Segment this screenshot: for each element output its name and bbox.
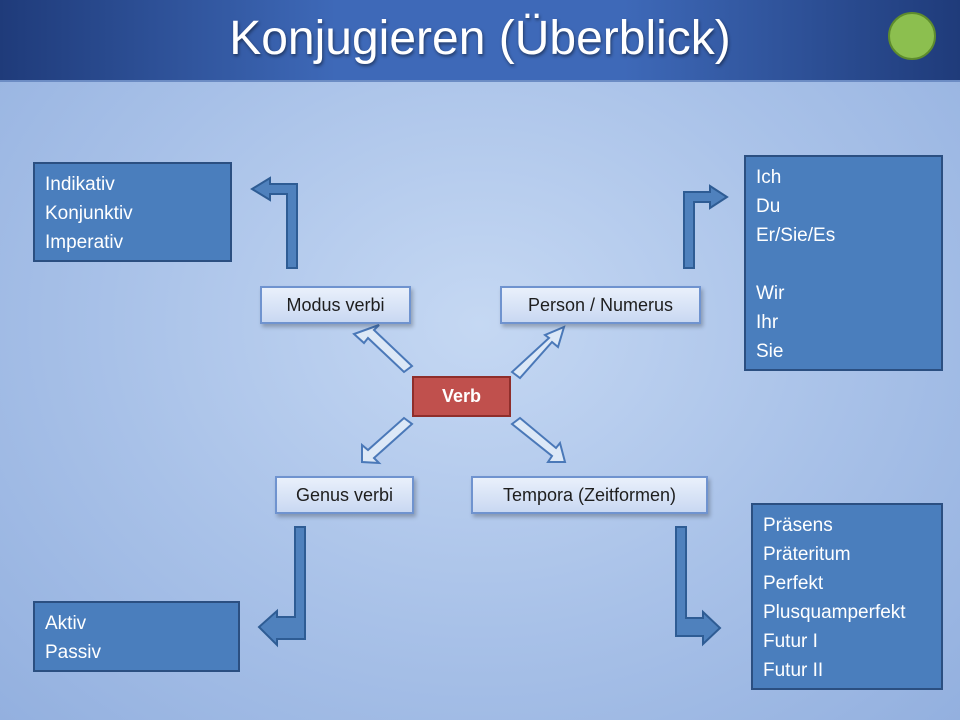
tempora-value: Plusquamperfekt <box>763 602 906 623</box>
genus-value: Aktiv <box>45 613 87 634</box>
person-numerus-label: Person / Numerus <box>500 286 701 324</box>
person-value: Wir <box>756 283 785 304</box>
modus-values-box: Indikativ Konjunktiv Imperativ <box>33 162 232 262</box>
arrow-verb-tempora <box>510 416 567 463</box>
green-circle-icon <box>888 12 936 60</box>
arrow-verb-genus <box>361 416 414 465</box>
arrow-genus-bent <box>257 526 306 648</box>
person-value: Du <box>756 196 781 217</box>
tempora-value: Perfekt <box>763 573 824 594</box>
modus-value: Konjunktiv <box>45 203 133 224</box>
genus-values-box: Aktiv Passiv <box>33 601 240 672</box>
arrow-verb-person <box>510 325 566 380</box>
modus-value: Indikativ <box>45 174 115 195</box>
modus-verbi-label: Modus verbi <box>260 286 411 324</box>
person-value: Er/Sie/Es <box>756 225 836 246</box>
person-values-box: Ich Du Er/Sie/Es Wir Ihr Sie <box>744 155 943 371</box>
verb-center-box: Verb <box>412 376 511 417</box>
arrow-person-bent <box>683 184 729 269</box>
tempora-value: Präteritum <box>763 544 851 565</box>
genus-value: Passiv <box>45 642 101 663</box>
slide-title: Konjugieren (Überblick) <box>229 12 731 65</box>
header-bar: Konjugieren (Überblick) <box>0 0 960 82</box>
arrow-verb-modus <box>352 324 414 374</box>
tempora-value: Präsens <box>763 515 833 536</box>
tempora-values-box: Präsens Präteritum Perfekt Plusquamperfe… <box>751 503 943 690</box>
genus-verbi-label: Genus verbi <box>275 476 414 514</box>
tempora-value: Futur I <box>763 631 818 652</box>
arrow-modus-bent <box>250 176 298 269</box>
tempora-label: Tempora (Zeitformen) <box>471 476 708 514</box>
arrow-tempora-bent <box>675 526 722 647</box>
person-value: Sie <box>756 341 784 362</box>
person-value-spacer <box>756 250 931 279</box>
tempora-value: Futur II <box>763 660 824 681</box>
person-value: Ihr <box>756 312 779 333</box>
person-value: Ich <box>756 167 782 188</box>
modus-value: Imperativ <box>45 232 124 253</box>
